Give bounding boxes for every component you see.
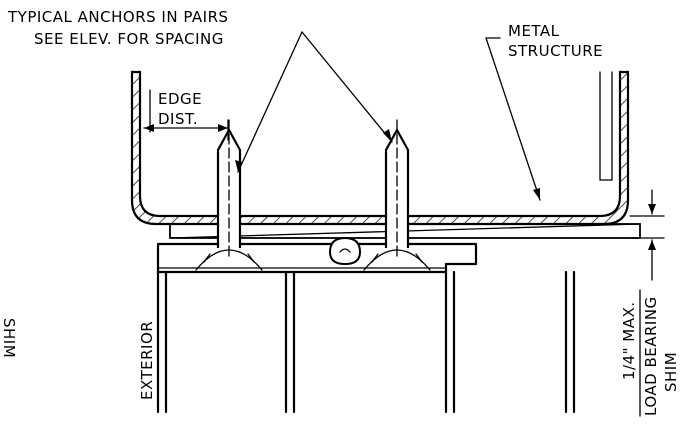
metal-label-line1: METAL <box>508 22 560 40</box>
anchors-label-line2: SEE ELEV. FOR SPACING <box>34 30 224 48</box>
shim-label-line1: LOAD BEARING <box>642 296 660 416</box>
shim-label-line2: SHIM <box>662 352 680 392</box>
anchor-left <box>195 119 263 271</box>
anchor-right <box>363 119 431 271</box>
edge-label-line2: DIST. <box>158 110 198 128</box>
anchors-label-line1: TYPICAL ANCHORS IN PAIRS <box>7 8 229 26</box>
anchor-leader-lines <box>235 31 393 173</box>
exterior-label: EXTERIOR <box>138 321 156 400</box>
metal-label-line2: STRUCTURE <box>508 42 603 60</box>
metal-structure-channel <box>130 70 630 226</box>
shim-dimension <box>629 189 665 281</box>
edge-distance-dimension <box>143 89 229 141</box>
frame-extrusion <box>156 236 576 414</box>
cut-off-shim-label: SHIM <box>0 318 18 358</box>
edge-label-line1: EDGE <box>158 90 202 108</box>
metal-leader-line <box>485 37 541 201</box>
shim-dimension-label: 1/4" MAX. <box>620 301 638 380</box>
